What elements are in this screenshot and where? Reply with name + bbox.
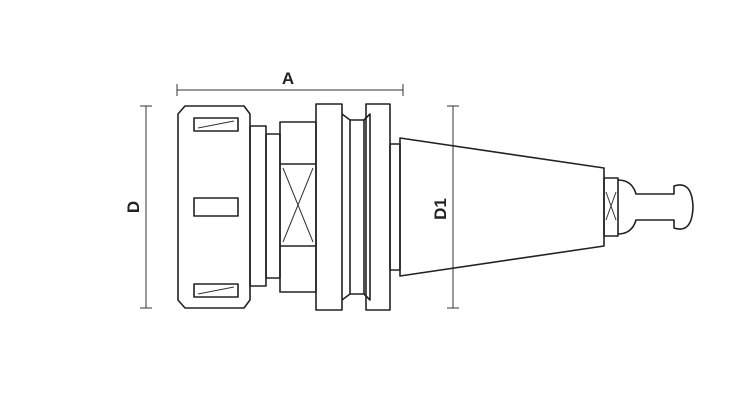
thread-relief xyxy=(249,125,281,287)
taper xyxy=(389,137,605,277)
dimension-a-label: A xyxy=(282,69,294,88)
flange xyxy=(315,103,391,311)
dimension-d-label: D xyxy=(124,201,143,213)
nut-slot-bottom xyxy=(193,283,239,298)
nut-slot-middle xyxy=(193,197,239,217)
hex-body xyxy=(279,121,317,293)
dimension-a: A xyxy=(176,69,404,96)
retention-knob xyxy=(603,177,694,237)
nut-slot-top xyxy=(193,117,239,132)
dimension-d1: D1 xyxy=(431,105,459,309)
collet-nut xyxy=(177,105,251,309)
dimension-d1-label: D1 xyxy=(431,198,450,220)
dimension-d: D xyxy=(124,105,152,309)
